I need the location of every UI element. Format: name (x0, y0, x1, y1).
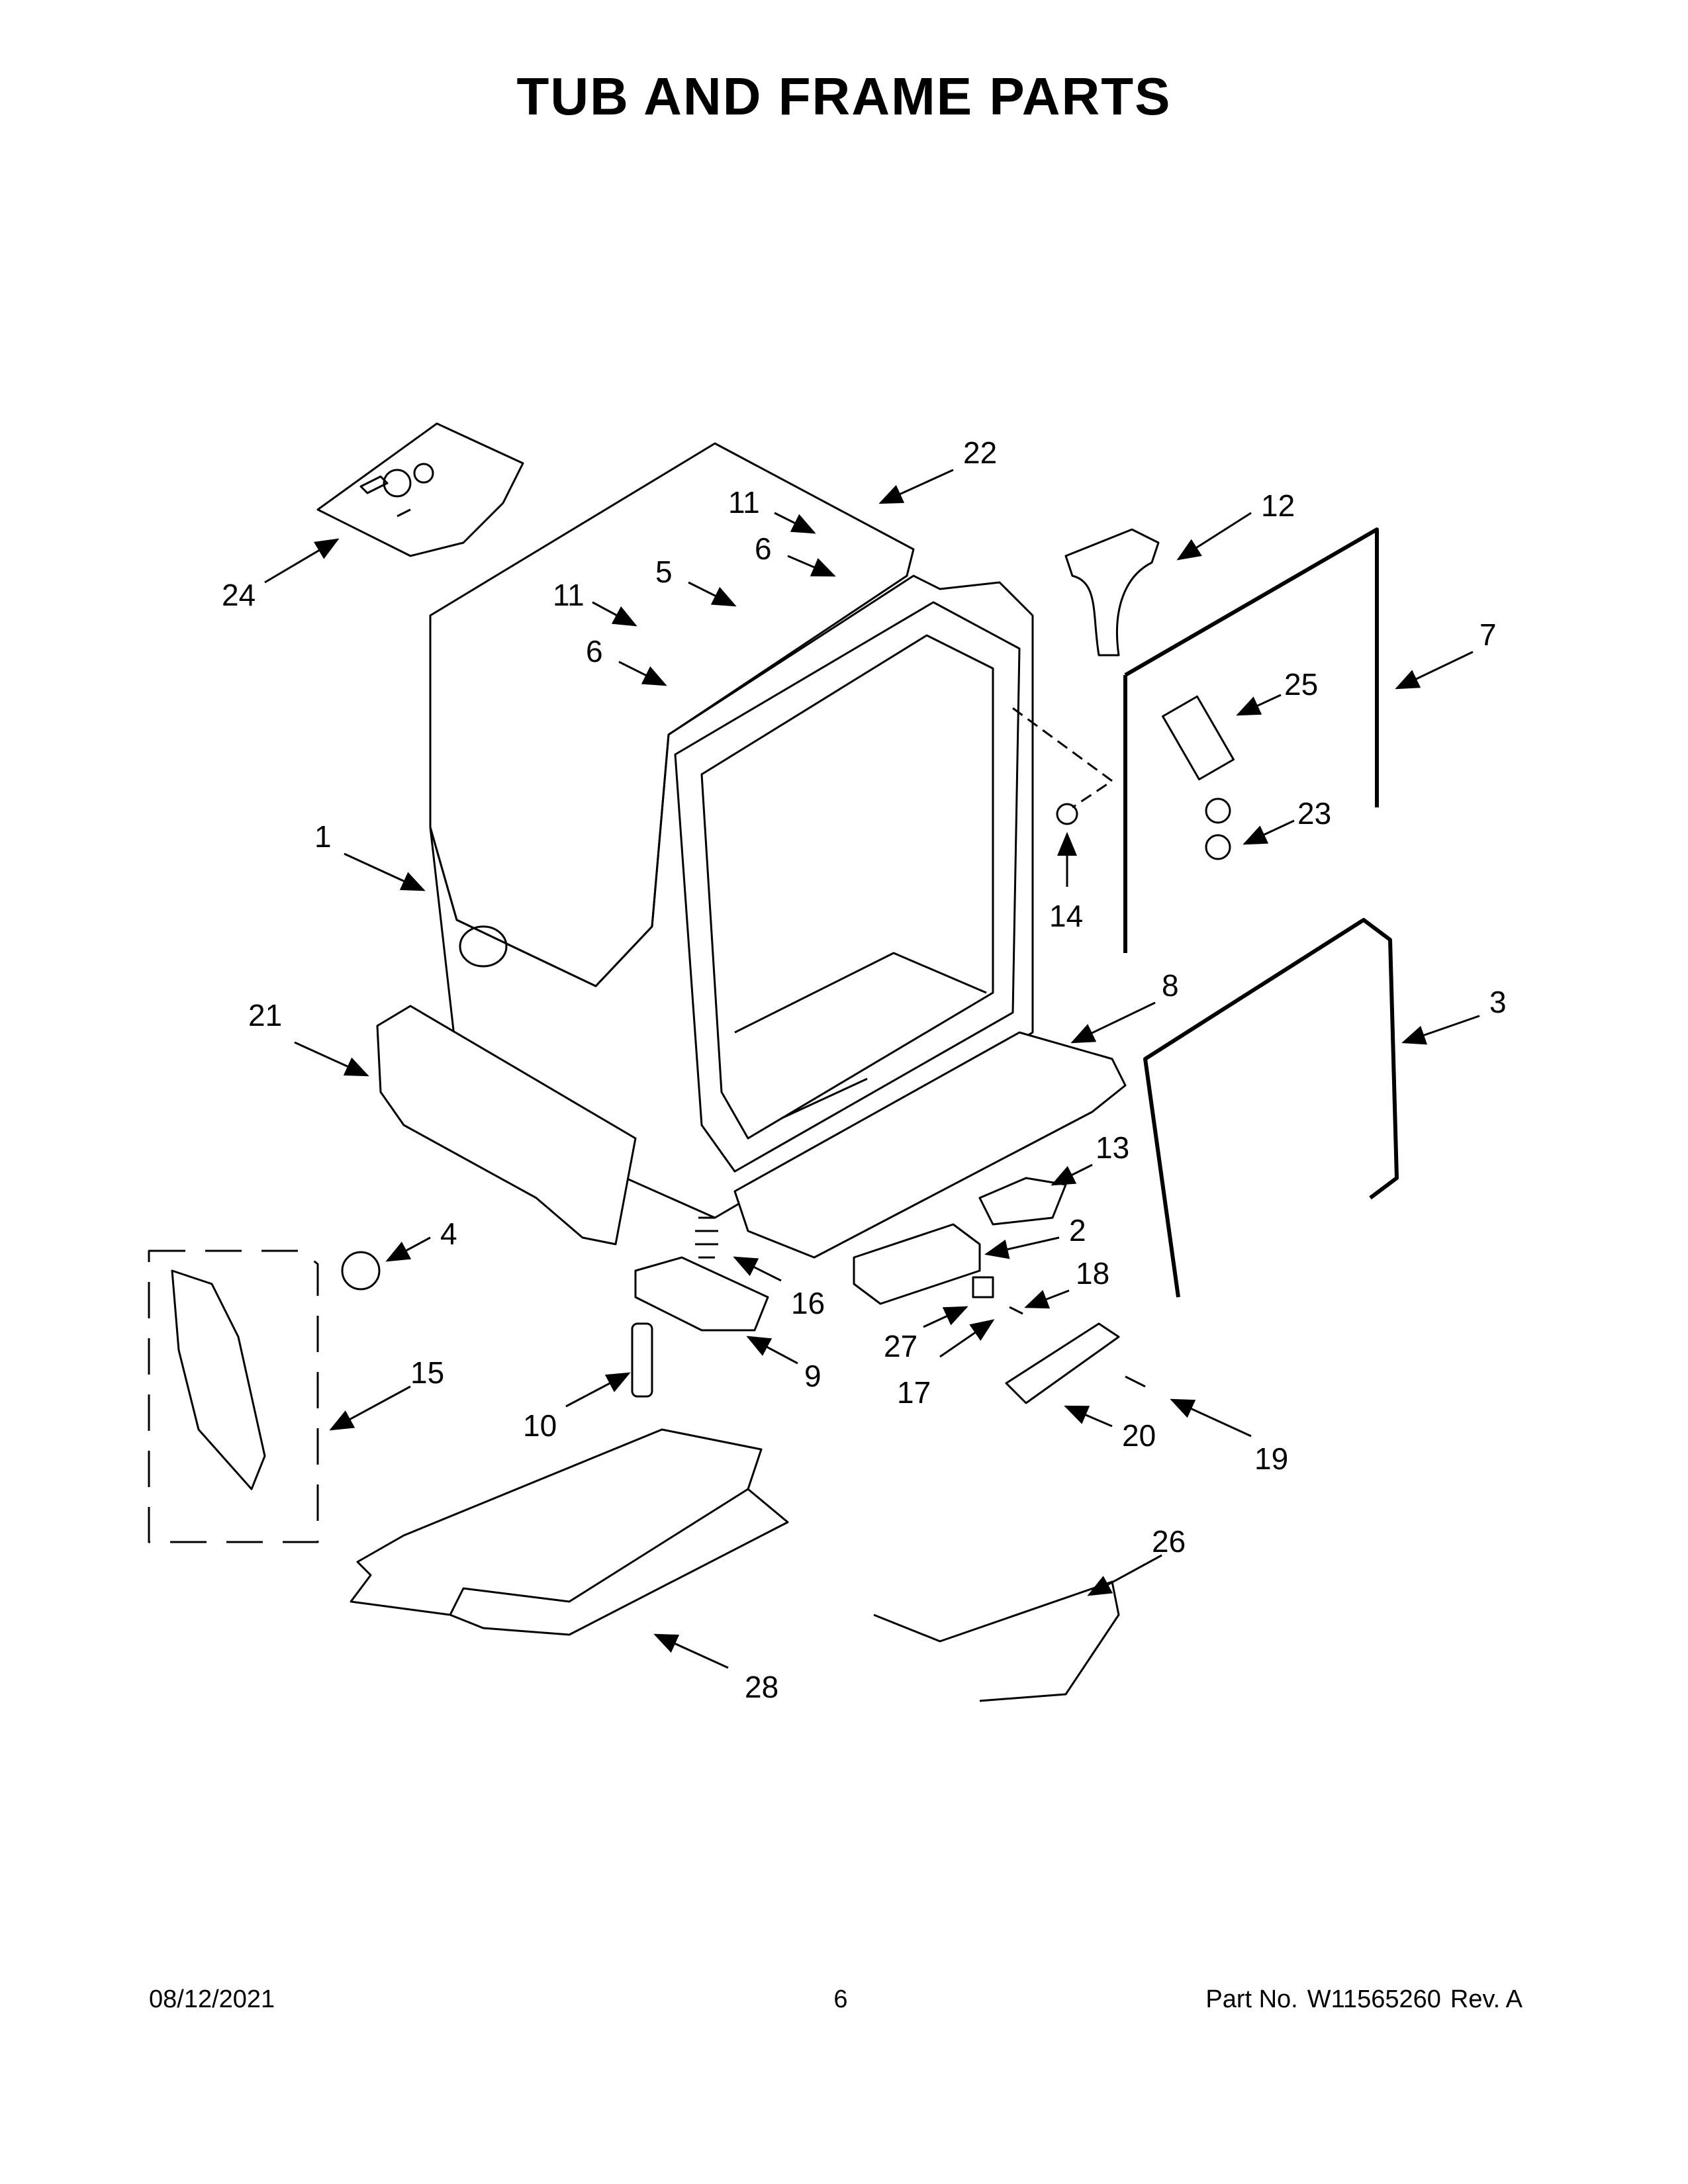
callout-26: 26 (1152, 1524, 1186, 1559)
leveling-leg-spring (695, 1216, 718, 1259)
installation-kit-bag (316, 422, 524, 557)
door-hinge-bracket (1064, 528, 1160, 657)
callout-arrow-19 (1170, 1398, 1252, 1437)
callout-arrow-22 (878, 469, 954, 504)
callout-arrow-20 (1064, 1405, 1113, 1428)
callout-arrow-24 (264, 538, 340, 584)
callout-arrow-21 (294, 1041, 369, 1077)
footer-part-info: Part No. W11565260 Rev. A (1196, 1985, 1523, 2014)
callout-arrow-3 (1401, 1015, 1480, 1045)
callout-arrow-23 (1243, 819, 1295, 845)
door-balance-link (1162, 695, 1235, 781)
callout-arrow-13 (1051, 1163, 1093, 1186)
callout-9: 9 (804, 1359, 821, 1393)
base-frame (733, 1031, 1127, 1259)
callout-arrow-7 (1395, 651, 1474, 690)
callout-arrow-1 (344, 852, 426, 891)
door-gasket-strip (1123, 527, 1379, 953)
callout-arrow-10 (565, 1372, 631, 1408)
footer-part-label: Part No. (1205, 1985, 1298, 2013)
callout-arrow-8 (1070, 1001, 1156, 1044)
callout-6: 6 (755, 531, 772, 566)
callout-1: 1 (314, 819, 332, 854)
footer-page-number: 6 (833, 1985, 848, 2013)
callout-arrow-15 (329, 1385, 411, 1431)
callout-25: 25 (1284, 667, 1318, 702)
cover-screw (1125, 1375, 1146, 1388)
callout-12: 12 (1261, 488, 1295, 523)
footer-revision: Rev. A (1450, 1985, 1523, 2013)
leveling-leg (631, 1322, 653, 1398)
callout-21: 21 (248, 998, 282, 1032)
terminal-box (853, 1223, 981, 1305)
leveling-kit-group-outline (148, 1250, 319, 1543)
leveling-leg-bracket (634, 1256, 769, 1332)
tub-plug (1056, 803, 1078, 825)
callout-arrow-26 (1087, 1554, 1162, 1596)
junction-terminal (972, 1276, 994, 1298)
callout-28: 28 (745, 1670, 778, 1704)
callout-4: 4 (440, 1216, 457, 1251)
footer-part-number: W11565260 (1307, 1985, 1441, 2013)
callout-2: 2 (1069, 1213, 1086, 1248)
terminal-screw (1009, 1306, 1023, 1315)
callout-24: 24 (222, 578, 256, 612)
callout-13: 13 (1096, 1130, 1129, 1165)
drain-hose-grommet (341, 1251, 381, 1291)
callout-5: 5 (655, 555, 673, 589)
callout-11: 11 (553, 578, 585, 612)
callout-19: 19 (1254, 1441, 1288, 1476)
callout-arrow-11a (774, 512, 816, 534)
callout-arrow-17 (939, 1319, 995, 1358)
callout-arrow-9 (746, 1336, 798, 1365)
callout-8: 8 (1162, 968, 1179, 1003)
tub-bottom-gasket (1143, 918, 1399, 1298)
front-base-bracket (376, 1005, 637, 1246)
callout-18: 18 (1076, 1256, 1109, 1291)
callout-6: 6 (586, 634, 603, 668)
callout-7: 7 (1479, 617, 1497, 652)
tub-side-insulation-panel (429, 442, 915, 987)
callout-20: 20 (1122, 1418, 1156, 1453)
callout-arrow-16 (733, 1256, 782, 1282)
callout-arrow-18 (1024, 1289, 1070, 1309)
callout-16: 16 (791, 1286, 825, 1320)
junction-box-cover (1005, 1322, 1120, 1404)
callout-11: 11 (728, 485, 760, 520)
callout-17: 17 (897, 1375, 931, 1410)
callout-22: 22 (963, 435, 997, 470)
callout-arrow-4 (385, 1236, 431, 1262)
footer-date: 08/12/2021 (149, 1985, 275, 2013)
page-title: TUB AND FRAME PARTS (516, 67, 1172, 126)
callout-3: 3 (1489, 985, 1507, 1019)
callout-arrow-28 (653, 1633, 729, 1669)
drain-tube-assembly (873, 1580, 1120, 1702)
callout-arrow-12 (1176, 512, 1252, 561)
callout-arrow-27 (923, 1306, 968, 1328)
callout-27: 27 (884, 1329, 917, 1363)
callout-14: 14 (1049, 899, 1083, 933)
callout-10: 10 (523, 1408, 557, 1443)
base-mount-clip (978, 1177, 1067, 1226)
callout-arrow-6b (618, 660, 667, 686)
insulation-blanket (350, 1428, 763, 1616)
callout-arrow-2 (984, 1236, 1060, 1259)
callout-arrow-5 (688, 581, 737, 607)
callout-15: 15 (410, 1355, 444, 1390)
callout-23: 23 (1297, 796, 1331, 831)
callout-arrow-6a (787, 555, 836, 577)
callout-arrow-11b (592, 601, 637, 627)
callout-arrow-25 (1236, 694, 1282, 716)
rack-roller-wheels (1205, 797, 1231, 860)
